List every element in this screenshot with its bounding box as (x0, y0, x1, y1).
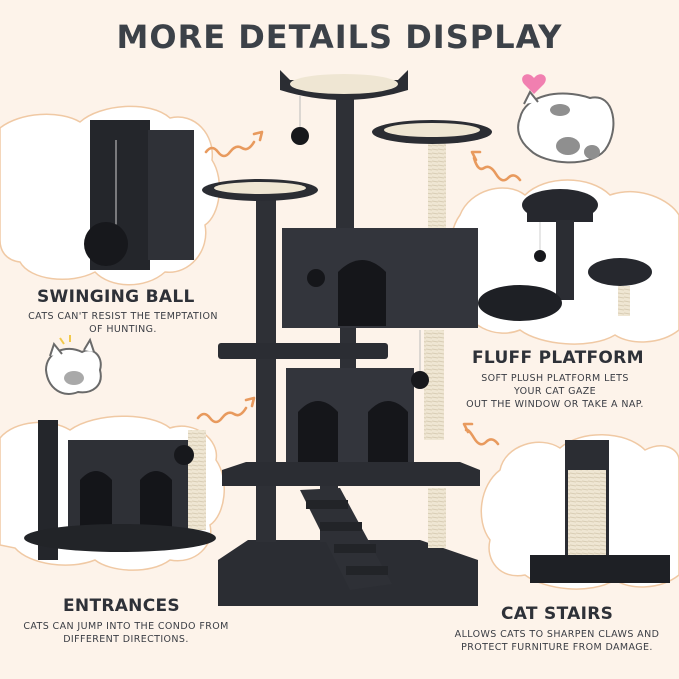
cat-stairs-description: ALLOWS CATS TO SHARPEN CLAWS AND PROTECT… (438, 628, 676, 654)
description-line: SOFT PLUSH PLATFORM LETS (481, 373, 629, 384)
entrances-description: CATS CAN JUMP INTO THE CONDO FROM DIFFER… (6, 620, 246, 646)
wavy-arrow-icon (204, 130, 264, 158)
wavy-arrow-icon (196, 396, 256, 424)
sleeping-cat-icon (517, 90, 615, 164)
entrances-detail-image (0, 415, 225, 571)
cat-tree-main-image (202, 70, 492, 606)
description-line: YOUR CAT GAZE (513, 386, 597, 397)
happy-cat-icon (44, 335, 102, 395)
description-line: ALLOWS CATS TO SHARPEN CLAWS AND (454, 629, 660, 640)
cat-stairs-heading: CAT STAIRS (501, 604, 614, 624)
wavy-arrow-icon (462, 422, 500, 446)
description-line: OF HUNTING. (89, 324, 157, 335)
cat-stairs-detail-image (480, 434, 679, 590)
swinging-ball-description: CATS CAN'T RESIST THE TEMPTATION OF HUNT… (8, 310, 238, 336)
fluff-platform-detail-image (448, 179, 679, 345)
page-title: MORE DETAILS DISPLAY (116, 18, 563, 56)
swinging-ball-detail-image (0, 105, 221, 286)
description-line: CATS CAN'T RESIST THE TEMPTATION (28, 311, 218, 322)
description-line: OUT THE WINDOW OR TAKE A NAP. (466, 399, 644, 410)
description-line: CATS CAN JUMP INTO THE CONDO FROM (23, 621, 229, 632)
description-line: DIFFERENT DIRECTIONS. (63, 634, 189, 645)
heart-icon (522, 74, 546, 94)
fluff-platform-heading: FLUFF PLATFORM (472, 348, 644, 368)
fluff-platform-description: SOFT PLUSH PLATFORM LETS YOUR CAT GAZE O… (440, 372, 670, 411)
description-line: PROTECT FURNITURE FROM DAMAGE. (461, 642, 653, 653)
wavy-arrow-icon (470, 150, 522, 182)
swinging-ball-heading: SWINGING BALL (37, 287, 195, 307)
entrances-heading: ENTRANCES (63, 596, 180, 616)
